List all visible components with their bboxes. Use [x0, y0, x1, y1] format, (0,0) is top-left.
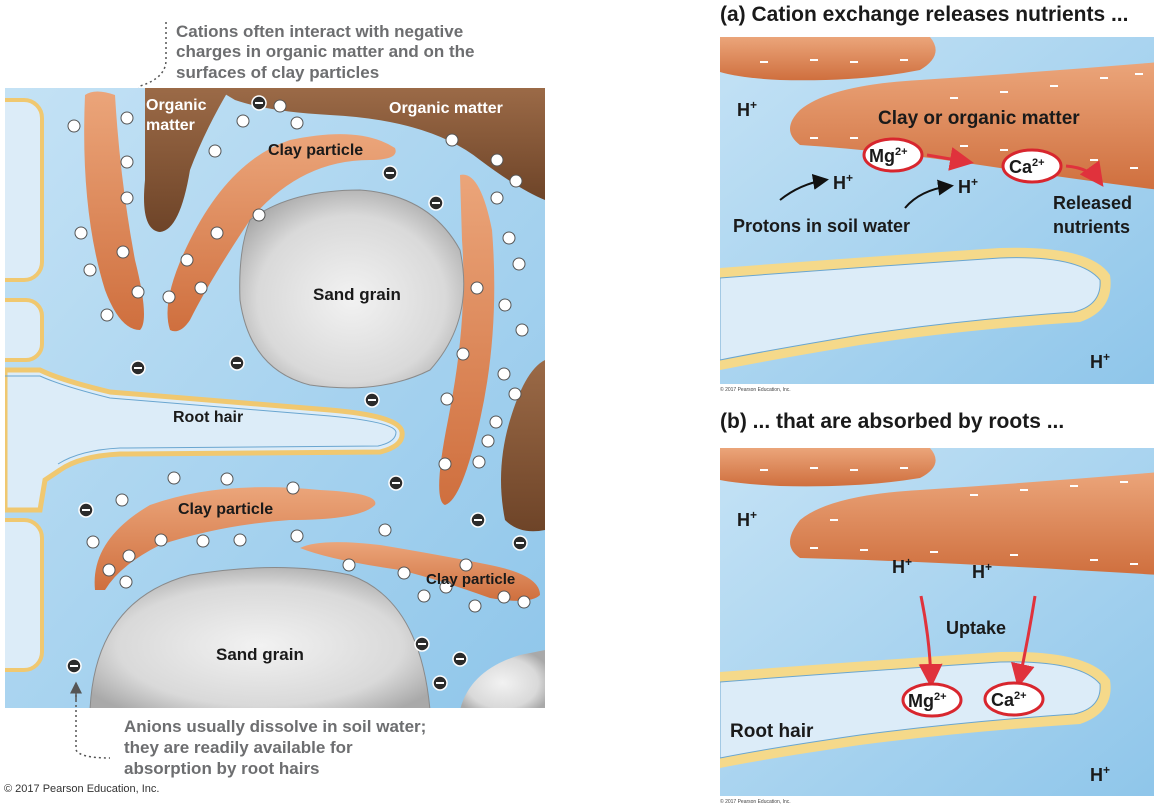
- panel-a-released-line2: nutrients: [1053, 217, 1130, 237]
- panel-b: (b) ... that are absorbed by roots ... H…: [720, 410, 1154, 805]
- panel-a-ca-ion: [1001, 148, 1063, 184]
- left-soil-panel: Cations often interact with negative cha…: [4, 22, 545, 795]
- callout-top-line-2: charges in organic matter and on the: [176, 42, 475, 61]
- cation-markers: [67, 99, 531, 613]
- panel-b-root-hair-label: Root hair: [730, 721, 814, 742]
- organic-matter-top: [215, 88, 545, 200]
- panel-a-h-plus-2: H+: [833, 171, 853, 193]
- organic-matter-left: [144, 88, 230, 232]
- clay-particle-left-vertical: [84, 91, 144, 330]
- anion-minus-signs: [70, 102, 524, 684]
- panel-b-mg-label: Mg2+: [908, 691, 947, 711]
- clay-particle-label-middle: Clay particle: [178, 501, 273, 518]
- callout-bottom-pointer: [75, 690, 111, 759]
- root-cells: [5, 98, 44, 672]
- clay-particle-label-top: Clay particle: [268, 142, 363, 159]
- panel-a-proton-arrow-2: [904, 179, 954, 209]
- panel-a-root-hair-interior: [720, 257, 1101, 361]
- panel-b-ca-label: Ca2+: [991, 690, 1027, 710]
- sand-grain-top: [239, 189, 465, 389]
- panel-b-clay-charges: [760, 467, 1138, 565]
- panel-a: (a) Cation exchange releases nutrients .…: [720, 3, 1154, 393]
- sand-grain-bottom: [89, 567, 431, 708]
- panel-a-h-plus-3: H+: [958, 175, 978, 197]
- panel-a-released-line1: Released: [1053, 193, 1132, 213]
- clay-particle-middle: [94, 487, 376, 590]
- panel-b-ca-ion: [983, 681, 1045, 717]
- panel-b-mg-ion: [901, 682, 963, 718]
- panel-a-clay-organic: [790, 62, 1154, 190]
- panel-a-proton-arrow-1: [779, 173, 829, 201]
- sand-grain-corner: [460, 650, 545, 708]
- callout-bottom-line-2: they are readily available for: [124, 738, 353, 757]
- panel-b-h-plus-1: H+: [737, 508, 757, 530]
- root-hair-label: Root hair: [173, 409, 243, 426]
- panel-a-ca-label: Ca2+: [1009, 157, 1045, 177]
- callout-bottom-line-3: absorption by root hairs: [124, 759, 320, 778]
- clay-particle-right-vertical: [439, 174, 495, 505]
- panel-a-h-plus-4: H+: [1090, 350, 1110, 372]
- clay-particle-bottom-right: [300, 542, 540, 601]
- panel-b-clay-top: [720, 448, 936, 487]
- panel-a-clay-label: Clay or organic matter: [878, 108, 1080, 129]
- panel-a-mg-ion: [862, 137, 924, 173]
- organic-matter-label-line1: Organic: [146, 97, 207, 114]
- panel-a-h-plus-1: H+: [737, 98, 757, 120]
- sand-grain-label-top: Sand grain: [313, 285, 401, 304]
- panel-b-mg-uptake-arrow: [918, 595, 943, 688]
- callout-top-line-3: surfaces of clay particles: [176, 63, 379, 82]
- panel-a-ca-arrow: [1065, 160, 1104, 187]
- organic-matter-label: Organic matter: [389, 100, 503, 117]
- callout-bottom-line-1: Anions usually dissolve in soil water;: [124, 717, 426, 736]
- panel-a-heading: (a) Cation exchange releases nutrients .…: [720, 3, 1128, 26]
- panel-b-ca-uptake-arrow: [1011, 595, 1037, 688]
- copyright-left: © 2017 Pearson Education, Inc.: [4, 783, 159, 795]
- panel-b-h-plus-2: H+: [892, 555, 912, 577]
- sand-grain-label-bottom: Sand grain: [216, 645, 304, 664]
- panel-b-clay-organic: [790, 472, 1154, 575]
- panel-a-mg-label: Mg2+: [869, 146, 908, 166]
- panel-b-heading: (b) ... that are absorbed by roots ...: [720, 410, 1064, 433]
- callout-top-pointer: [129, 22, 167, 104]
- callout-top-line-1: Cations often interact with negative: [176, 22, 463, 41]
- panel-b-copyright: © 2017 Pearson Education, Inc.: [720, 798, 791, 805]
- root-hair-membrane: [5, 375, 397, 465]
- root-hair: [5, 367, 405, 513]
- panel-b-h-plus-3: H+: [972, 560, 992, 582]
- panel-a-copyright: © 2017 Pearson Education, Inc.: [720, 386, 791, 393]
- organic-matter-right: [501, 360, 545, 532]
- panel-a-clay-top: [720, 37, 936, 81]
- panel-a-mg-arrow: [926, 147, 974, 171]
- clay-particle-label-right: Clay particle: [426, 571, 515, 588]
- panel-a-clay-charges: [760, 59, 1143, 169]
- panel-b-uptake-label: Uptake: [946, 618, 1006, 638]
- panel-a-protons-label: Protons in soil water: [733, 216, 910, 236]
- panel-b-h-plus-4: H+: [1090, 763, 1110, 785]
- organic-matter-label-line2: matter: [146, 117, 195, 134]
